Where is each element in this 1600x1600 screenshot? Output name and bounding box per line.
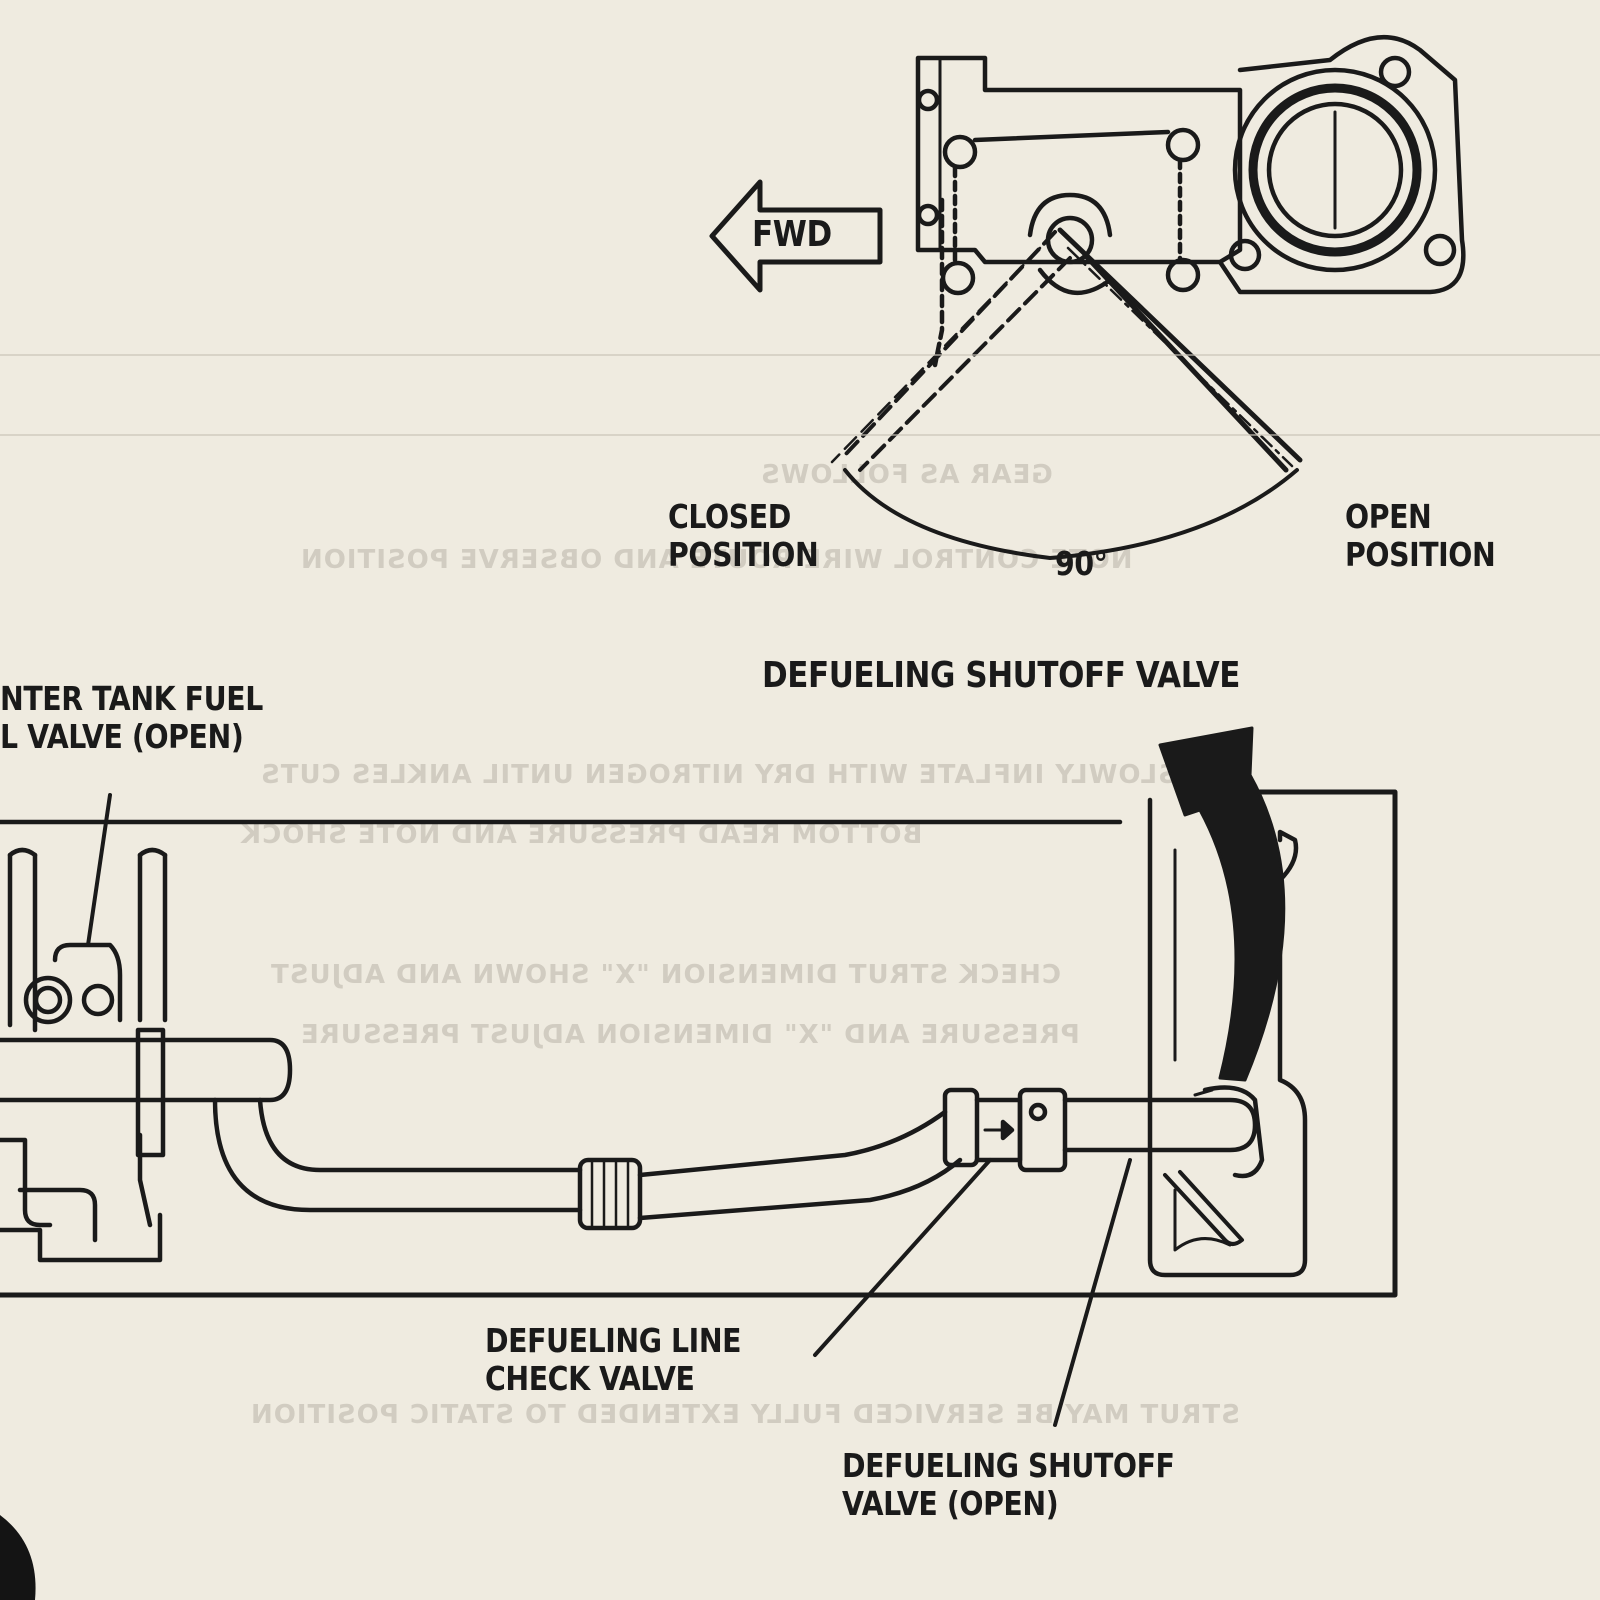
defueling-line: [212, 1097, 963, 1231]
shutoff-valve-open-label: DEFUELING SHUTOFF VALVE (OPEN): [842, 1447, 1175, 1523]
center-tank-valve: [0, 847, 293, 1263]
shutoff-valve: [1163, 1085, 1265, 1246]
shutoff-valve-open-line2: VALVE (OPEN): [842, 1483, 1059, 1523]
check-valve-line2: CHECK VALVE: [485, 1358, 695, 1398]
open-position-line1: OPEN: [1345, 497, 1432, 536]
open-position-line2: POSITION: [1345, 534, 1496, 574]
center-tank-valve-label: NTER TANK FUEL L VALVE (OPEN): [0, 680, 263, 756]
shutoff-valve-open-line1: DEFUELING SHUTOFF: [842, 1446, 1175, 1485]
center-tank-valve-line2: L VALVE (OPEN): [0, 716, 244, 756]
check-valve: [942, 1087, 1258, 1173]
leader-center-tank: [86, 793, 112, 947]
fwd-arrow-icon: [709, 179, 883, 293]
closed-position-label: CLOSED POSITION: [668, 497, 819, 574]
fwd-label: FWD: [752, 214, 832, 255]
leader-check-valve: [813, 1158, 992, 1357]
angle-label: 90°: [1055, 544, 1108, 583]
check-valve-label: DEFUELING LINE CHECK VALVE: [485, 1321, 742, 1398]
open-direction-arrow-icon: [1158, 726, 1286, 1082]
center-tank-valve-line1: NTER TANK FUEL: [0, 679, 263, 718]
closed-position-line2: POSITION: [668, 534, 819, 574]
page-edge-shadow: [0, 1515, 36, 1600]
rotation-arc: [843, 468, 1299, 560]
check-valve-line1: DEFUELING LINE: [485, 1321, 742, 1360]
valve-housing-detail: [915, 34, 1466, 368]
leader-shutoff: [1053, 1158, 1132, 1427]
open-position-label: OPEN POSITION: [1345, 497, 1496, 574]
tank-structure: [0, 789, 1398, 1298]
closed-position-line1: CLOSED: [668, 497, 791, 536]
detail-title: DEFUELING SHUTOFF VALVE: [762, 655, 1241, 696]
